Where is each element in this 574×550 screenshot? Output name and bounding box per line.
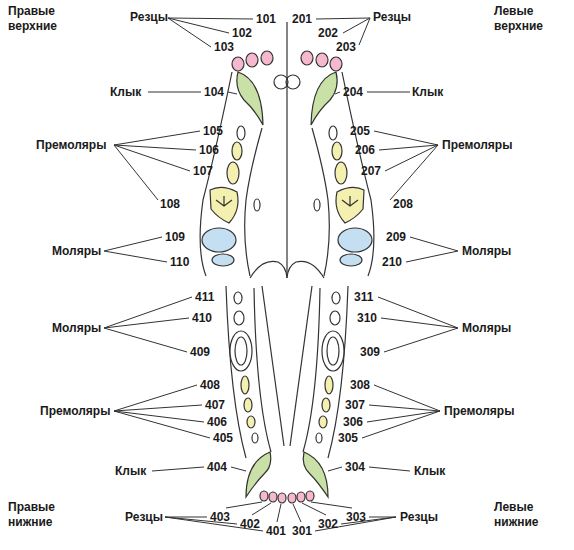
- part-label: Премоляры: [40, 404, 110, 419]
- callout-number: 307: [345, 398, 365, 413]
- part-label: Правые верхние: [8, 4, 70, 34]
- callout-number: 410: [192, 311, 212, 326]
- callout-number: 403: [210, 510, 230, 525]
- callout-number: 210: [382, 255, 402, 270]
- part-label: Моляры: [52, 244, 101, 259]
- callout-number: 402: [240, 517, 260, 532]
- part-label: Левые верхние: [494, 4, 556, 34]
- callout-number: 101: [256, 12, 276, 27]
- callout-number: 303: [346, 510, 366, 525]
- part-label: Премоляры: [442, 138, 512, 153]
- part-label: Моляры: [462, 321, 511, 336]
- callout-number: 302: [318, 517, 338, 532]
- callout-number: 411: [195, 290, 214, 305]
- callout-number: 404: [207, 460, 227, 475]
- callout-number: 201: [292, 12, 312, 27]
- part-label: Резцы: [130, 10, 168, 25]
- part-label: Моляры: [52, 321, 101, 336]
- callout-number: 206: [355, 143, 375, 158]
- callout-number: 103: [214, 40, 234, 55]
- part-label: Клык: [412, 85, 443, 100]
- callout-number: 311: [354, 290, 373, 305]
- callout-number: 304: [345, 460, 365, 475]
- callout-number: 106: [199, 143, 219, 158]
- leader-lines: [104, 18, 458, 531]
- callout-number: 110: [170, 255, 189, 270]
- callout-number: 207: [361, 164, 381, 179]
- callout-number: 107: [193, 164, 213, 179]
- part-label: Премоляры: [444, 404, 514, 419]
- callout-number: 407: [205, 398, 225, 413]
- callout-number: 104: [204, 85, 224, 100]
- callout-number: 401: [266, 524, 286, 539]
- callout-number: 209: [386, 230, 406, 245]
- callout-number: 109: [165, 230, 185, 245]
- callout-number: 305: [338, 431, 358, 446]
- callout-number: 306: [343, 415, 363, 430]
- part-label: Премоляры: [36, 138, 106, 153]
- part-label: Моляры: [462, 244, 511, 259]
- part-label: Клык: [414, 464, 445, 479]
- part-label: Правые нижние: [8, 500, 70, 530]
- part-label: Клык: [115, 464, 146, 479]
- callout-number: 102: [232, 26, 252, 41]
- callout-number: 409: [190, 345, 210, 360]
- callout-number: 202: [318, 26, 338, 41]
- callout-number: 309: [360, 345, 380, 360]
- callout-number: 105: [203, 124, 223, 139]
- callout-number: 203: [336, 40, 356, 55]
- callout-number: 204: [343, 85, 363, 100]
- callout-number: 408: [200, 378, 220, 393]
- part-label: Клык: [110, 85, 141, 100]
- callout-number: 310: [357, 311, 377, 326]
- part-label: Левые нижние: [494, 500, 556, 530]
- part-label: Резцы: [125, 510, 163, 525]
- part-label: Резцы: [400, 510, 438, 525]
- callout-number: 208: [393, 197, 413, 212]
- callout-number: 406: [207, 415, 227, 430]
- callout-number: 405: [213, 431, 233, 446]
- callout-number: 108: [160, 197, 180, 212]
- callout-number: 301: [292, 524, 312, 539]
- callout-number: 205: [350, 124, 370, 139]
- part-label: Резцы: [373, 10, 411, 25]
- callout-number: 308: [350, 378, 370, 393]
